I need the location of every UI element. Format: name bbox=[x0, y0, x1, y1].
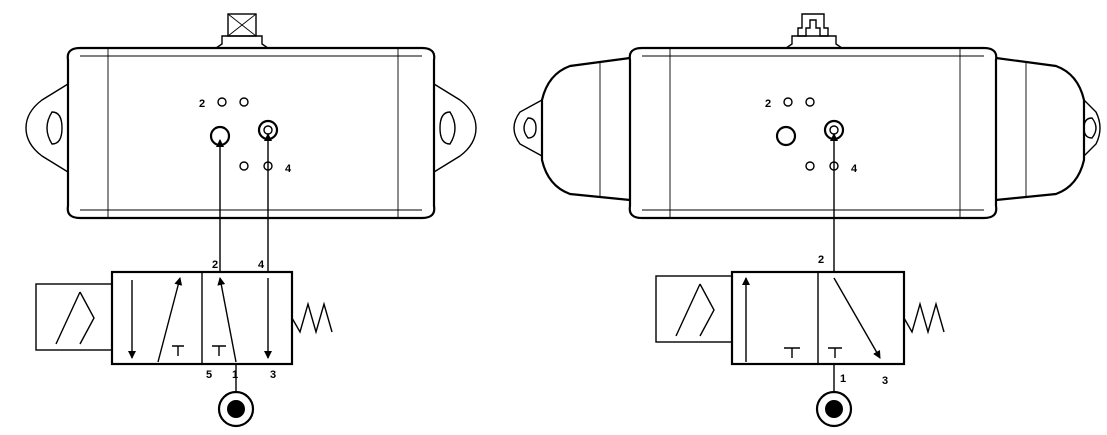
spring-icon bbox=[903, 301, 945, 335]
right-actuator-port-2-label: 2 bbox=[765, 98, 771, 110]
right-valve-port-1-label: 1 bbox=[840, 373, 846, 385]
5-2-solenoid-valve-icon bbox=[35, 270, 333, 366]
right-valve-port-3-label: 3 bbox=[882, 375, 888, 387]
right-valve-port-2-label: 2 bbox=[818, 254, 824, 266]
left-valve-port-1-label: 1 bbox=[232, 369, 238, 381]
pressure-source-icon bbox=[815, 390, 853, 428]
right-actuator-port-4-label: 4 bbox=[851, 163, 858, 175]
solenoid-coil-icon bbox=[35, 283, 113, 351]
solenoid-coil-icon bbox=[655, 275, 733, 343]
double-acting-actuator-icon bbox=[25, 13, 477, 220]
left-actuator-port-2-label: 2 bbox=[199, 98, 205, 110]
3-2-solenoid-valve-icon bbox=[655, 270, 945, 366]
spring-icon bbox=[291, 301, 333, 335]
left-valve-port-2-label: 2 bbox=[212, 259, 218, 271]
left-valve-port-3-label: 3 bbox=[270, 369, 276, 381]
spring-return-actuator-icon bbox=[513, 13, 1101, 220]
left-valve-port-4-label: 4 bbox=[258, 259, 265, 271]
left-valve-port-5-label: 5 bbox=[206, 369, 212, 381]
pressure-source-icon bbox=[217, 390, 255, 428]
left-actuator-port-4-label: 4 bbox=[285, 163, 292, 175]
